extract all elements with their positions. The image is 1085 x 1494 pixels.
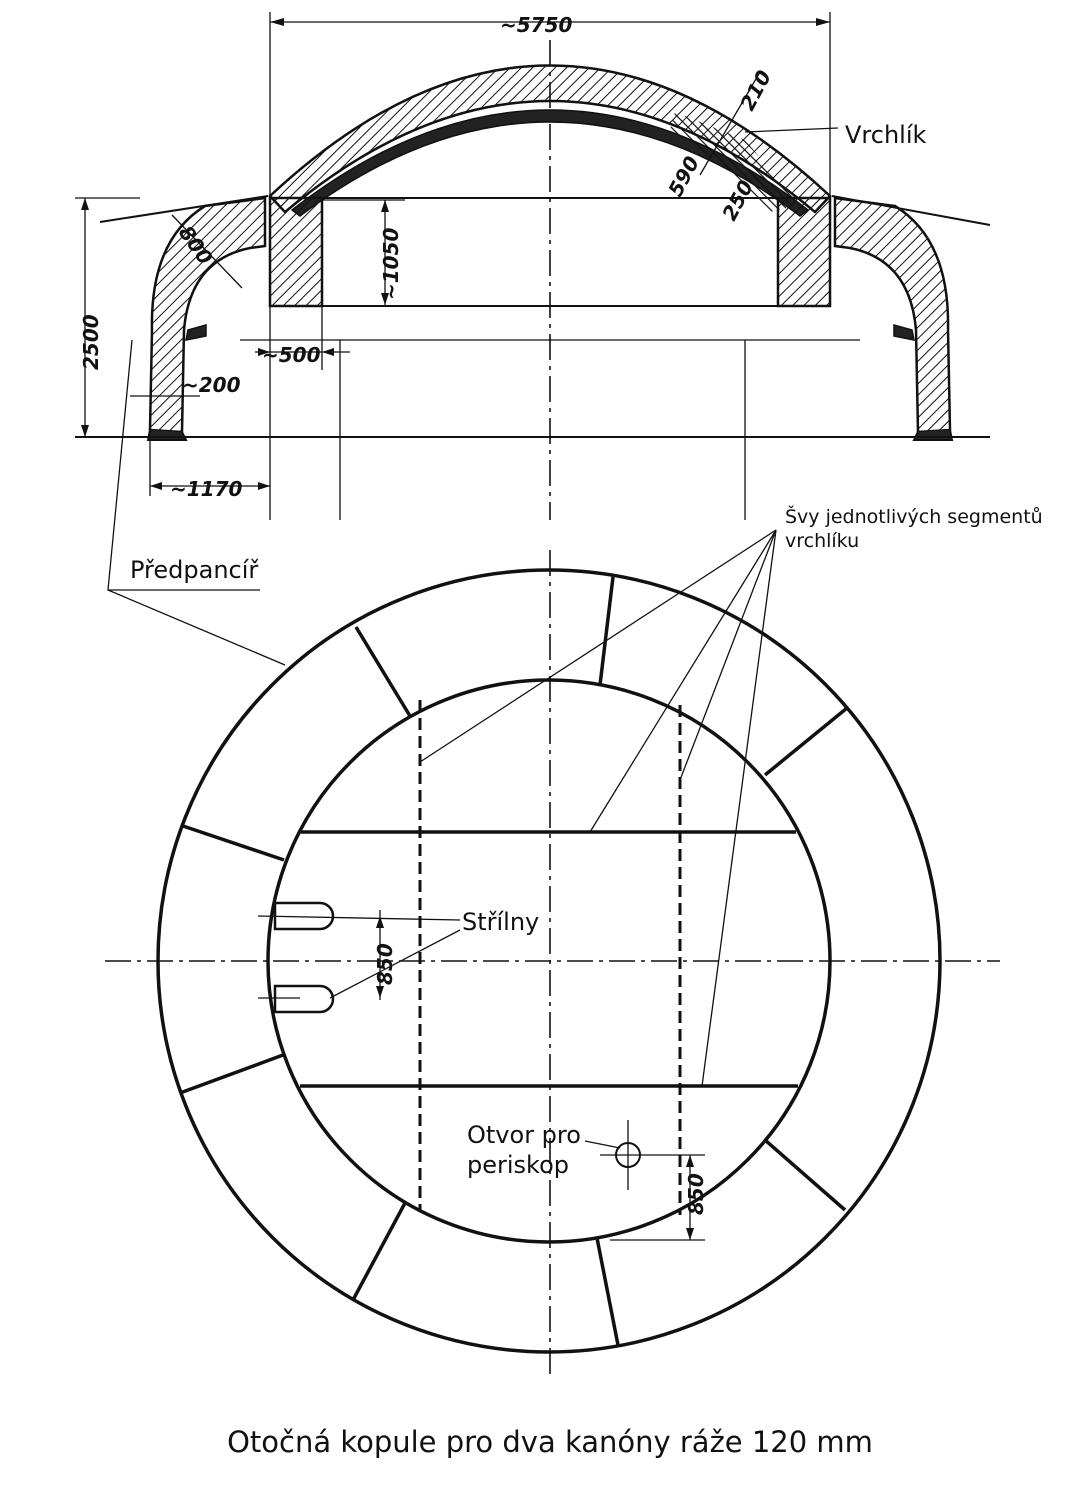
label-glacis: Předpancíř: [130, 556, 259, 584]
outer-circle: [156, 568, 942, 1354]
label-seams-line2: vrchlíku: [785, 530, 859, 552]
dim-embrasure-spacing: 850: [373, 943, 397, 985]
ring-block-left: [268, 196, 324, 308]
dim-roof-total: 590: [663, 152, 704, 200]
dim-width: ~5750: [500, 13, 573, 37]
label-embrasures: Střílny: [462, 908, 539, 936]
dim-total-height: 2500: [79, 314, 103, 370]
glacis-right: [833, 196, 952, 434]
ring-block-right: [776, 196, 832, 308]
caption: Otočná kopule pro dva kanóny ráže 120 mm: [227, 1425, 873, 1459]
label-roof: Vrchlík: [845, 121, 927, 149]
inner-circle: [266, 678, 832, 1244]
label-periscope-line1: Otvor pro: [467, 1121, 581, 1149]
dim-periscope-offset: 850: [684, 1173, 708, 1215]
dim-ring-width: ~500: [262, 343, 321, 367]
seam-leader-lines: [419, 529, 777, 1087]
plan-view: 850 850 Švy jednotlivých segmentů vrchlí…: [105, 339, 1043, 1375]
dim-ring-height: ~1050: [379, 227, 403, 300]
dim-roof-outer: 210: [735, 66, 776, 114]
label-periscope-line2: periskop: [467, 1151, 569, 1179]
roof-seam-zone: [670, 112, 800, 212]
glacis-segment-seams: [179, 576, 849, 1346]
dim-wall: ~200: [182, 373, 241, 397]
label-seams-line1: Švy jednotlivých segmentů: [785, 504, 1043, 528]
embrasure-bottom: [273, 984, 335, 1014]
dim-base-width: ~1170: [170, 477, 243, 501]
section-view: ~5750 210 590 250 ~1050 2500 800 ~500 ~2…: [75, 12, 991, 520]
